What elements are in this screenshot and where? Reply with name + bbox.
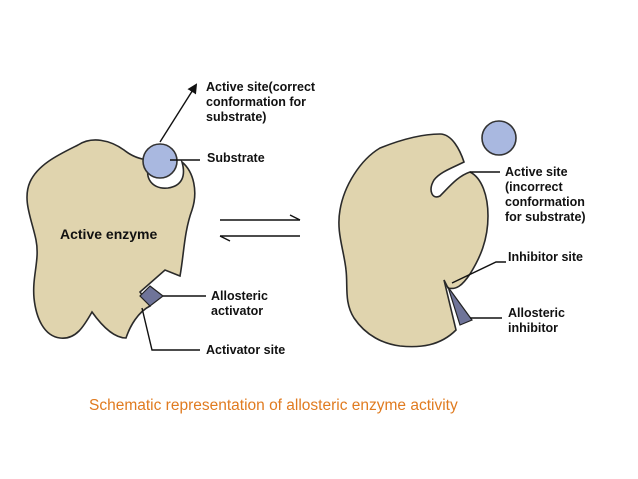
active-enzyme-label: Active enzyme [60,226,157,242]
substrate-ball [142,143,178,179]
inhibitor-site-leader-line [451,261,506,284]
inhibitor-site-label: Inhibitor site [508,250,583,264]
allosteric-inhibitor-label: Allosteric inhibitor [508,306,568,335]
reversible-arrows-icon [219,214,301,242]
substrate-label: Substrate [207,151,265,165]
right-enzyme-group: Active site (incorrect conformation for … [338,120,588,348]
inactive-enzyme-shape [338,133,489,348]
allosteric-activator-shape [139,285,164,307]
displaced-substrate-ball [481,120,517,156]
left-enzyme-group: Active enzyme Active site(correct confor… [26,80,319,357]
allosteric-activator-label: Allosteric activator [211,289,271,318]
active-site-arrow [159,83,198,143]
figure-caption: Schematic representation of allosteric e… [89,397,458,414]
activator-site-leader-line [141,307,200,351]
allosteric-inhibitor-shape [447,286,473,326]
active-site-correct-label: Active site(correct conformation for sub… [206,80,319,124]
active-site-incorrect-label: Active site (incorrect conformation for … [505,165,588,224]
activator-site-label: Activator site [206,343,285,357]
